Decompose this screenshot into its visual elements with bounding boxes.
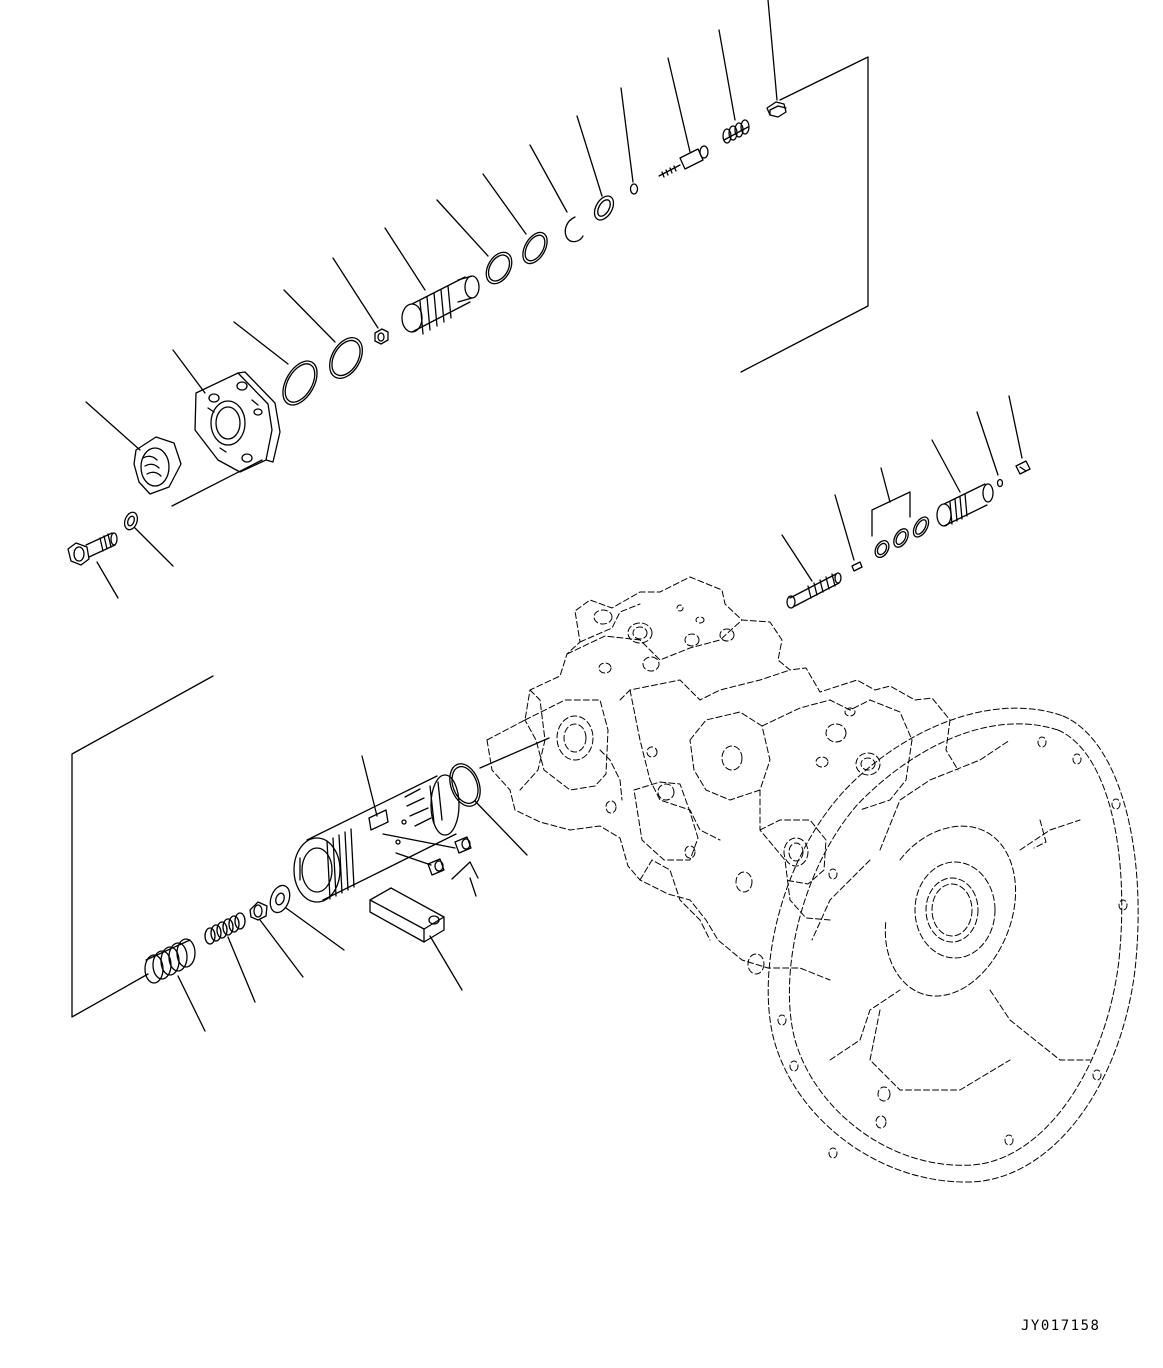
- leader-line: [835, 495, 854, 560]
- leader-line: [135, 528, 173, 566]
- lower-valve-group: [72, 676, 549, 1031]
- threaded-plug: [937, 484, 993, 526]
- seal-ring-small: [591, 193, 618, 224]
- leader-line: [483, 174, 526, 234]
- washer: [267, 883, 293, 915]
- hex-bolt: [68, 533, 117, 565]
- upper-group-bracket: [741, 57, 868, 372]
- leader-line: [577, 116, 602, 196]
- leader-line: [719, 30, 735, 120]
- pump-body: [487, 577, 958, 980]
- leader-line: [1009, 396, 1022, 458]
- inner-spring: [205, 913, 245, 944]
- drawing-number: JY017158: [1021, 1318, 1101, 1334]
- spring-seat: [250, 902, 267, 920]
- cap-nut: [767, 102, 786, 117]
- leader-line: [333, 258, 378, 328]
- valve-sleeve: [294, 775, 459, 902]
- washer: [122, 510, 139, 531]
- pin: [852, 562, 862, 571]
- key-block: [370, 888, 444, 942]
- leader-line: [768, 0, 777, 100]
- leader-line: [437, 200, 488, 256]
- right-valve-group: [782, 396, 1030, 608]
- leader-line: [977, 412, 998, 475]
- threaded-plug: [402, 276, 479, 334]
- plug-screws: [383, 834, 471, 875]
- o-ring-large: [276, 355, 324, 411]
- leader-line: [234, 322, 288, 364]
- o-ring-upper: [323, 332, 369, 384]
- pilot-needle: [659, 146, 708, 177]
- upper-valve-group: [68, 0, 868, 598]
- lower-group-axis: [480, 738, 549, 768]
- leader-line: [284, 290, 335, 342]
- leader-line: [621, 88, 633, 182]
- flange: [195, 372, 280, 472]
- steel-ball: [998, 480, 1003, 487]
- spool: [787, 573, 841, 608]
- lower-group-bracket: [72, 676, 213, 1017]
- leader-line: [173, 350, 205, 393]
- leader-line: [385, 228, 425, 290]
- snap-ring: [565, 217, 583, 242]
- leader-line: [86, 402, 140, 450]
- leader-line: [430, 936, 462, 990]
- leader-line: [228, 937, 255, 1002]
- upper-group-axis: [172, 460, 262, 506]
- leader-line: [362, 756, 377, 816]
- leader-line: [782, 535, 812, 581]
- leader-line: [530, 145, 567, 212]
- small-spring: [723, 120, 749, 143]
- leader-line: [932, 440, 960, 492]
- lock-nut: [375, 329, 388, 344]
- steel-ball: [631, 184, 638, 194]
- outer-spring: [145, 939, 195, 983]
- leader-line: [178, 976, 205, 1031]
- leader-bracket: [872, 468, 910, 536]
- flywheel-housing: [768, 708, 1138, 1182]
- set-screw: [1016, 461, 1030, 474]
- leader-line: [286, 908, 344, 950]
- hex-nut: [134, 437, 181, 494]
- leader-bracket: [452, 862, 478, 896]
- o-ring-port: [444, 760, 485, 811]
- leader-line: [475, 801, 527, 855]
- backup-ring: [518, 228, 552, 267]
- leader-line: [97, 562, 118, 598]
- seal-rings: [872, 514, 931, 559]
- leader-line: [260, 920, 303, 977]
- o-ring-mid: [481, 248, 517, 288]
- leader-line: [668, 58, 690, 152]
